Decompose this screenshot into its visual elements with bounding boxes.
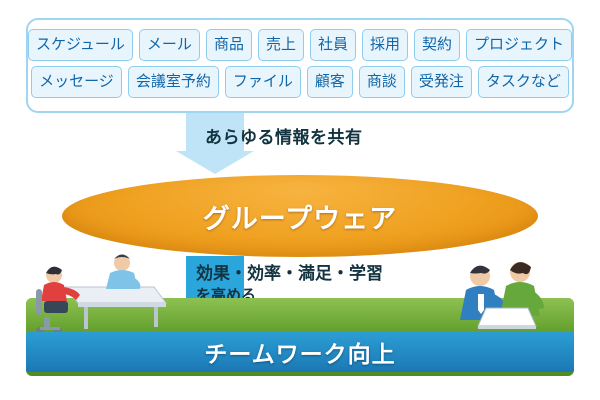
arrow-bottom-caption-line1: 効果・効率・満足・学習 [196, 264, 383, 283]
tag-item[interactable]: プロジェクト [466, 29, 573, 61]
tag-item[interactable]: 受発注 [410, 66, 472, 98]
tag-row-2: メッセージ 会議室予約 ファイル 顧客 商談 受発注 タスクなど [31, 66, 569, 98]
groupware-ellipse: グループウェア [62, 175, 538, 257]
tag-item[interactable]: スケジュール [27, 29, 133, 61]
down-arrow-top-head-icon [176, 151, 254, 174]
tag-item[interactable]: タスクなど [477, 66, 569, 98]
down-arrow-top-shaft [186, 113, 244, 151]
teamwork-label: チームワーク向上 [204, 341, 396, 367]
information-tag-panel: スケジュール メール 商品 売上 社員 採用 契約 プロジェクト メッセージ 会… [26, 18, 574, 113]
people-at-laptop-illustration [460, 262, 544, 329]
tag-item[interactable]: 売上 [257, 29, 304, 61]
people-meeting-at-desk-illustration [36, 254, 167, 335]
tag-row-1: スケジュール メール 商品 売上 社員 採用 契約 プロジェクト [27, 29, 573, 61]
tag-item[interactable]: 契約 [414, 29, 461, 61]
arrow-top-caption: あらゆる情報を共有 [205, 128, 363, 147]
tag-item[interactable]: 採用 [361, 29, 408, 61]
tag-item[interactable]: メッセージ [31, 66, 122, 98]
tag-item[interactable]: 顧客 [306, 66, 353, 98]
tag-item[interactable]: 会議室予約 [127, 66, 219, 98]
teamwork-blue-bar: チームワーク向上 [26, 332, 574, 372]
tag-item[interactable]: 商談 [358, 66, 405, 98]
tag-item[interactable]: 商品 [205, 29, 252, 61]
groupware-label: グループウェア [202, 203, 398, 234]
tag-item[interactable]: ファイル [224, 66, 301, 98]
tag-item[interactable]: 社員 [309, 29, 356, 61]
tag-item[interactable]: メール [138, 29, 200, 61]
